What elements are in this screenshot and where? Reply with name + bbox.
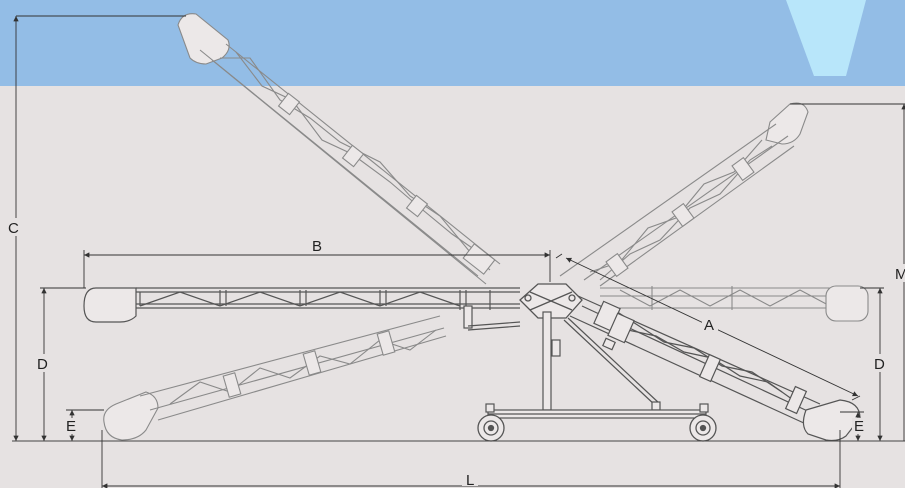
caster-wheel-left: [477, 414, 505, 442]
ghost-conveyor-lower-left: [103, 315, 447, 441]
caster-wheel-right: [689, 414, 717, 442]
ghost-conveyor-steep-left: [177, 13, 501, 285]
dim-label-e-right: E: [854, 418, 864, 435]
ghost-conveyor-horizontal-right: [600, 285, 869, 322]
dim-label-c: C: [8, 220, 19, 237]
dim-label-d-left: D: [37, 356, 48, 373]
ghost-conveyor-steep-right: [559, 102, 809, 287]
dim-label-a: A: [704, 317, 714, 334]
main-conveyor-boom: [83, 287, 520, 329]
dimension-labels: C D E B A M D E L: [6, 218, 905, 488]
support-frame: [467, 311, 709, 419]
dim-label-b: B: [312, 238, 322, 255]
banner-accent-shape: [786, 0, 866, 76]
dim-label-e-left: E: [66, 418, 76, 435]
header-banner: [0, 0, 905, 86]
dimension-lines: [13, 15, 905, 488]
dim-label-d-right: D: [874, 356, 885, 373]
dim-label-m: M: [895, 266, 905, 283]
dim-label-l: L: [466, 472, 474, 488]
